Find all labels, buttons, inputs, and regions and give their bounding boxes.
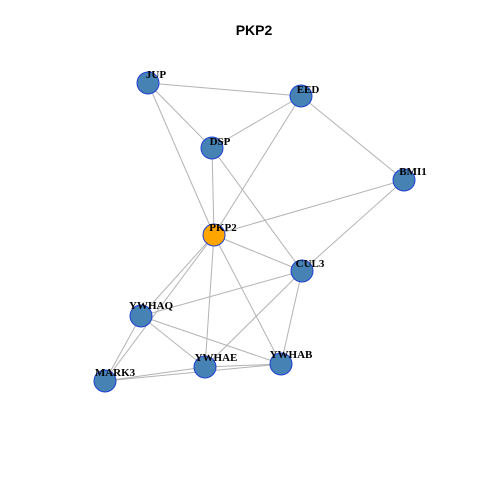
node-label-eed: EED bbox=[297, 84, 320, 96]
edge-pkp2-ywhaq bbox=[140, 234, 215, 317]
edge-ywhaq-ywhae bbox=[140, 315, 206, 368]
node-circle-pkp2 bbox=[202, 223, 226, 247]
node-label-jup: JUP bbox=[146, 69, 166, 81]
edge-cul3-ywhaq bbox=[140, 270, 303, 317]
edge-eed-dsp bbox=[211, 95, 302, 149]
node-label-cul3: CUL3 bbox=[296, 258, 325, 270]
node-cul3: CUL3 bbox=[290, 258, 325, 283]
edge-dsp-pkp2 bbox=[211, 147, 215, 236]
node-circle-jup bbox=[136, 71, 160, 95]
node-label-ywhab: YWHAB bbox=[270, 349, 313, 361]
node-label-dsp: DSP bbox=[210, 136, 231, 148]
edge-pkp2-cul3 bbox=[213, 234, 303, 272]
node-ywhae: YWHAE bbox=[193, 352, 238, 379]
node-circle-ywhaq bbox=[129, 304, 153, 328]
edge-cul3-ywhae bbox=[204, 270, 303, 368]
node-eed: EED bbox=[289, 84, 320, 108]
edge-pkp2-ywhae bbox=[204, 234, 215, 368]
edge-cul3-ywhab bbox=[280, 270, 303, 365]
edge-ywhae-ywhab bbox=[204, 363, 282, 368]
node-circle-mark3 bbox=[93, 369, 117, 393]
node-label-ywhaq: YWHAQ bbox=[129, 300, 173, 312]
node-mark3: MARK3 bbox=[93, 367, 136, 393]
edge-dsp-cul3 bbox=[211, 147, 303, 272]
graph-title: PKP2 bbox=[236, 22, 273, 38]
node-label-pkp2: PKP2 bbox=[209, 222, 237, 234]
node-bmi1: BMI1 bbox=[392, 166, 427, 192]
node-circle-bmi1 bbox=[392, 168, 416, 192]
node-circle-eed bbox=[289, 84, 313, 108]
edge-jup-dsp bbox=[147, 82, 213, 149]
edge-eed-bmi1 bbox=[300, 95, 405, 181]
edge-pkp2-ywhab bbox=[213, 234, 282, 365]
node-label-mark3: MARK3 bbox=[95, 367, 136, 379]
edge-jup-pkp2 bbox=[147, 82, 215, 236]
node-jup: JUP bbox=[136, 69, 166, 95]
node-circle-dsp bbox=[200, 136, 224, 160]
node-dsp: DSP bbox=[200, 136, 231, 160]
edge-pkp2-mark3 bbox=[104, 234, 215, 382]
edge-jup-eed bbox=[147, 82, 302, 97]
node-pkp2: PKP2 bbox=[202, 222, 237, 247]
node-circle-ywhae bbox=[193, 355, 217, 379]
edge-ywhae-mark3 bbox=[104, 366, 206, 382]
node-circle-cul3 bbox=[290, 259, 314, 283]
edge-bmi1-cul3 bbox=[301, 179, 405, 272]
node-circle-ywhab bbox=[269, 352, 293, 376]
edge-mark3-ywhab bbox=[104, 363, 282, 382]
node-label-ywhae: YWHAE bbox=[195, 352, 238, 364]
edge-eed-pkp2 bbox=[213, 95, 302, 236]
edge-ywhaq-ywhab bbox=[140, 315, 282, 365]
edge-bmi1-pkp2 bbox=[213, 179, 405, 236]
edge-ywhaq-mark3 bbox=[104, 315, 142, 382]
edge-layer bbox=[104, 82, 405, 382]
node-label-bmi1: BMI1 bbox=[399, 166, 427, 178]
node-ywhaq: YWHAQ bbox=[129, 300, 173, 328]
node-ywhab: YWHAB bbox=[269, 349, 313, 376]
